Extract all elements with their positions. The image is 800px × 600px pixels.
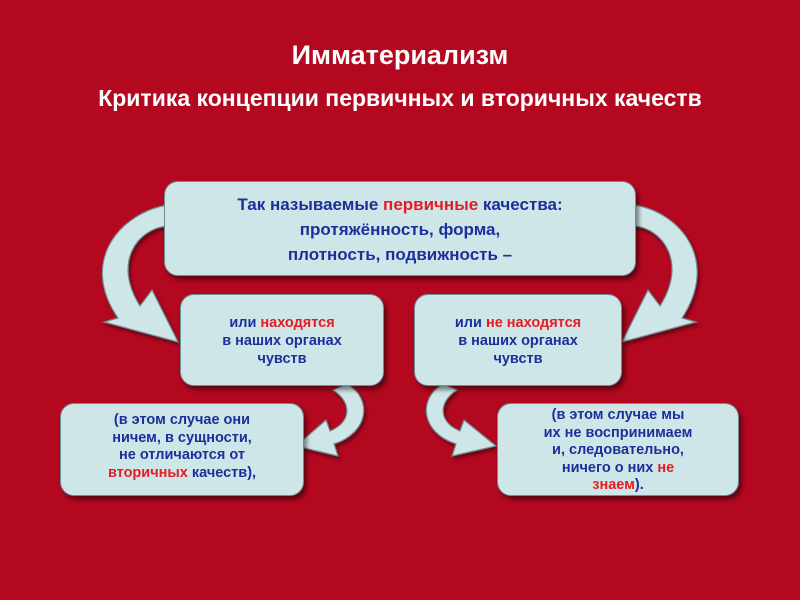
arrow-left-to-bottom [294, 383, 365, 457]
not-in-senses-line2: в наших органах [458, 333, 578, 349]
not-in-senses-box: или не находятся в наших органах чувств [414, 294, 622, 386]
not-perceived-line1: (в этом случае мы [551, 407, 685, 423]
know-word: знаем [592, 477, 635, 493]
not-in-senses-line3: чувств [493, 351, 543, 367]
primary-word: первичные [383, 195, 479, 214]
not-perceived-line2: их не воспринимаем [543, 424, 693, 441]
in-senses-prefix: или [229, 315, 261, 331]
no-difference-line2: ничем, в сущности, [112, 429, 252, 446]
page-subtitle: Критика концепции первичных и вторичных … [98, 85, 702, 111]
no-difference-line1: (в этом случае они [113, 412, 251, 428]
not-in-senses-keyword: не находятся [485, 315, 582, 331]
primary-qualities-box: Так называемые первичные качества: протя… [164, 181, 636, 276]
in-senses-line2: в наших органах [222, 333, 342, 349]
primary-qualities-line3: плотность, подвижность – [287, 245, 513, 264]
in-senses-box: или находятся в наших органах чувств [180, 294, 384, 386]
primary-qualities-prefix: Так называемые [237, 195, 384, 214]
in-senses-line3: чувств [257, 351, 307, 367]
page-title: Имматериализм [291, 40, 509, 70]
no-difference-box: (в этом случае они ничем, в сущности, не… [60, 403, 304, 496]
not-in-senses-prefix: или [454, 315, 486, 331]
not-perceived-line3: и, следовательно, [552, 442, 684, 458]
primary-qualities-line2: протяжённость, форма, [299, 220, 501, 239]
in-senses-keyword: находятся [260, 315, 335, 331]
not-word: не [657, 459, 675, 476]
not-perceived-line5-suffix: ). [634, 477, 644, 493]
no-difference-line4-suffix: качеств), [187, 464, 257, 481]
secondary-word: вторичных [107, 464, 188, 481]
arrow-top-to-left [101, 204, 180, 343]
arrow-top-to-right [620, 204, 699, 343]
not-perceived-line4-prefix: ничего о них [561, 459, 658, 476]
not-perceived-box: (в этом случае мы их не воспринимаем и, … [497, 403, 739, 496]
primary-qualities-suffix: качества: [478, 195, 563, 214]
arrow-right-to-bottom [425, 383, 498, 457]
no-difference-line3: не отличаются от [119, 447, 245, 463]
